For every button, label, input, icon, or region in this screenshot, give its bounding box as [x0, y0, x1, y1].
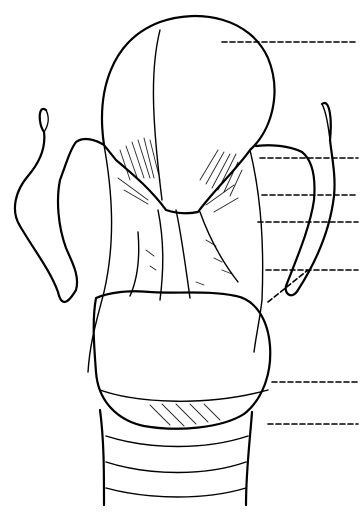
arytenoid-cartilages [130, 210, 238, 300]
hyoid-horn-left-tip [44, 110, 48, 132]
trachea [100, 404, 252, 505]
leader-line-6 [268, 270, 308, 302]
cricoid-cartilage [94, 291, 271, 428]
aryepiglottic-hatching [118, 138, 242, 212]
hyoid-horn-right [256, 103, 335, 295]
epiglottis-outline [102, 16, 274, 213]
hyoid-horn-left [15, 109, 104, 302]
leader-lines [222, 42, 358, 424]
cricoid-lower-band [100, 390, 268, 401]
thyroid-cartilage-left [88, 145, 112, 372]
thyroid-cartilage-right [250, 150, 263, 352]
epiglottis-inner-line [153, 30, 162, 200]
